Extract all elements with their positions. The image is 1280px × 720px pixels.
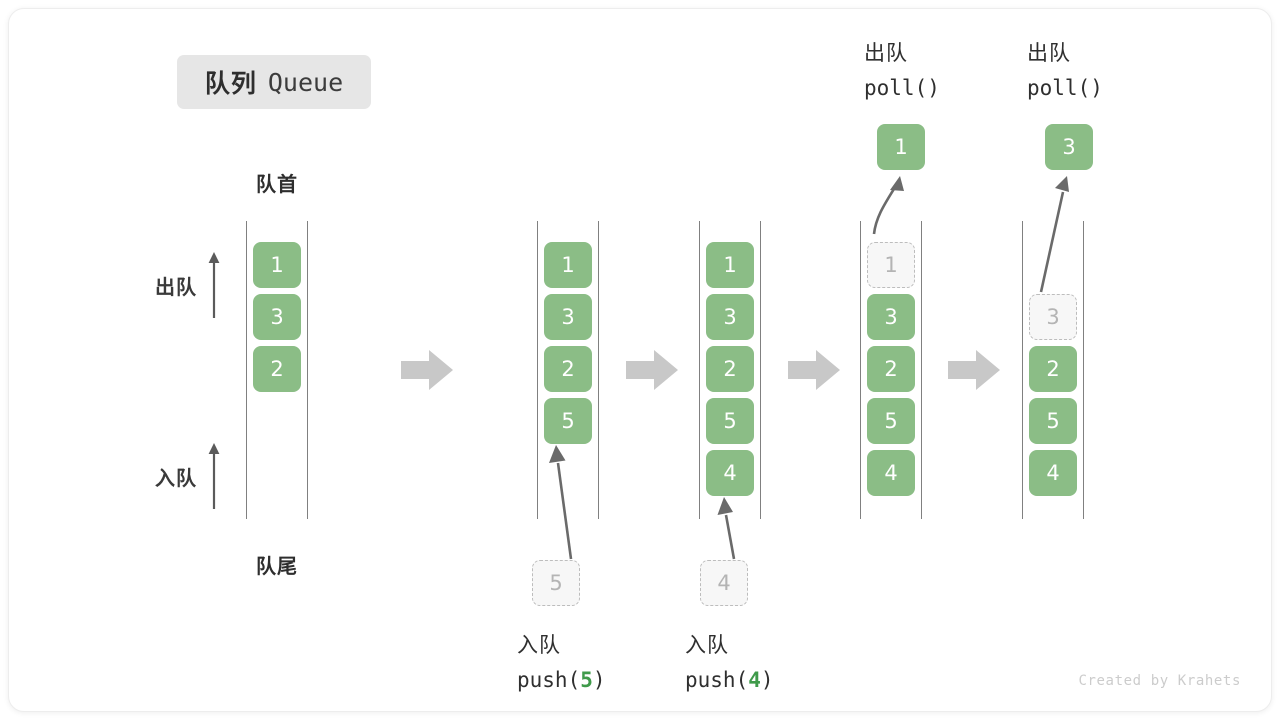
queue-cell: 4: [1029, 450, 1077, 496]
queue-rail-4: [860, 221, 922, 519]
up-arrow-icon: [207, 443, 221, 509]
polled-value-cell: 3: [1045, 124, 1093, 170]
incoming-ghost-cell: 5: [532, 560, 580, 606]
queue-cell: 1: [253, 242, 301, 288]
queue-cell: 3: [253, 294, 301, 340]
queue-cell: 3: [544, 294, 592, 340]
queue-cell: 2: [544, 346, 592, 392]
poll-arrow-icon: [1029, 174, 1075, 294]
queue-head-label: 队首: [256, 174, 298, 196]
dequeue-side-label: 出队: [155, 252, 221, 318]
queue-cell: 3: [706, 294, 754, 340]
queue-cell: 3: [867, 294, 915, 340]
title-cn: 队列: [204, 70, 257, 98]
push-4-caption-cn: 入队: [685, 634, 729, 657]
push-4-caption-code: push(4): [685, 668, 774, 693]
arrow-right-icon: [399, 347, 455, 393]
queue-cell: 5: [867, 398, 915, 444]
arrow-right-icon: [624, 347, 680, 393]
watermark: Created by Krahets: [1078, 673, 1241, 689]
arrow-right-icon: [946, 347, 1002, 393]
outgoing-ghost-cell: 1: [867, 242, 915, 288]
push-arrow-icon: [545, 443, 585, 561]
queue-cell: 2: [1029, 346, 1077, 392]
push-5-caption-cn: 入队: [517, 634, 561, 657]
queue-cell: 2: [867, 346, 915, 392]
outgoing-ghost-cell: 3: [1029, 294, 1077, 340]
incoming-ghost-cell: 4: [700, 560, 748, 606]
queue-rail-1: [246, 221, 308, 519]
poll-3-caption-cn: 出队: [1027, 42, 1071, 65]
queue-cell: 5: [544, 398, 592, 444]
up-arrow-icon: [207, 252, 221, 318]
dequeue-label-text: 出队: [155, 276, 197, 299]
poll-arrow-icon: [864, 174, 908, 236]
queue-cell: 2: [253, 346, 301, 392]
queue-rail-2: [537, 221, 599, 519]
push-arrow-icon: [714, 495, 748, 561]
queue-cell: 4: [867, 450, 915, 496]
queue-cell: 5: [1029, 398, 1077, 444]
polled-value-cell: 1: [877, 124, 925, 170]
poll-3-caption-code: poll(): [1027, 76, 1103, 101]
queue-cell: 2: [706, 346, 754, 392]
queue-cell: 1: [544, 242, 592, 288]
push-4-caption: 入队 push(4): [685, 629, 774, 697]
arrow-right-icon: [786, 347, 842, 393]
queue-cell: 5: [706, 398, 754, 444]
queue-rail-5: [1022, 221, 1084, 519]
queue-cell: 4: [706, 450, 754, 496]
poll-3-caption: 出队 poll(): [1027, 37, 1103, 105]
push-5-caption-code: push(5): [517, 668, 606, 693]
poll-1-caption: 出队 poll(): [864, 37, 940, 105]
queue-rail-3: [699, 221, 761, 519]
title-en: Queue: [267, 67, 344, 97]
queue-cell: 1: [706, 242, 754, 288]
diagram-card: 队列 Queue 队首 队尾 出队 入队 1 3 2 1: [8, 8, 1272, 712]
push-5-caption: 入队 push(5): [517, 629, 606, 697]
diagram-title-badge: 队列 Queue: [177, 55, 371, 109]
queue-tail-label: 队尾: [256, 556, 298, 578]
enqueue-label-text: 入队: [155, 467, 197, 490]
poll-1-caption-cn: 出队: [864, 42, 908, 65]
enqueue-side-label: 入队: [155, 443, 221, 509]
poll-1-caption-code: poll(): [864, 76, 940, 101]
